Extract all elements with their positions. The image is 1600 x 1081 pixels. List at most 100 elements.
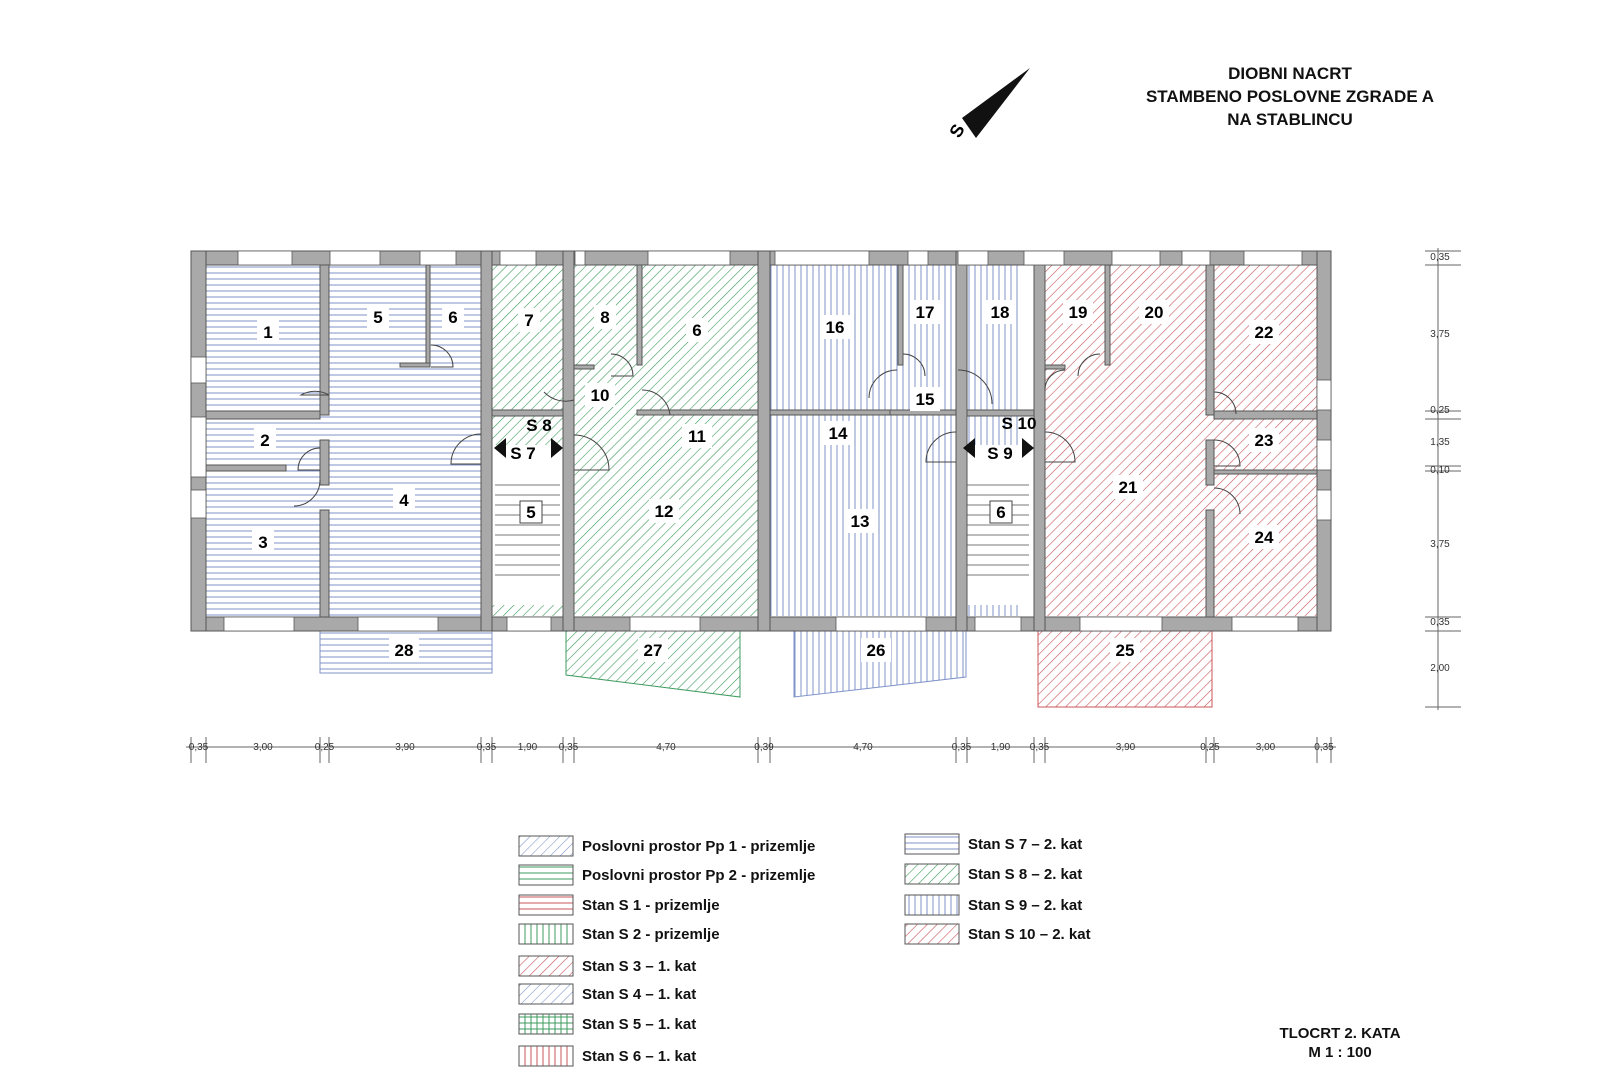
legend-swatch xyxy=(904,863,960,885)
legend-swatch xyxy=(518,894,574,916)
drawing-title: DIOBNI NACRT STAMBENO POSLOVNE ZGRADE A … xyxy=(1120,62,1460,131)
room-label: 21 xyxy=(1119,478,1138,497)
legend-swatch xyxy=(904,923,960,945)
legend-swatch xyxy=(518,835,574,857)
legend: Poslovni prostor Pp 1 - prizemljePoslovn… xyxy=(518,833,1091,1067)
legend-swatch xyxy=(518,864,574,886)
room-label: 24 xyxy=(1255,528,1274,547)
dimension-value: 1,90 xyxy=(518,742,538,753)
stair-label: 6 xyxy=(996,503,1005,522)
room-label-bg xyxy=(638,638,668,662)
room-label: 27 xyxy=(644,641,663,660)
room-label: 19 xyxy=(1069,303,1088,322)
arrow-left-icon xyxy=(494,438,506,458)
room-label-bg xyxy=(518,308,540,332)
dimension-value: 4,70 xyxy=(656,742,676,753)
footer-line-1: TLOCRT 2. KATA xyxy=(1279,1025,1401,1042)
dimension-value: 0,35 xyxy=(1030,742,1050,753)
legend-swatch xyxy=(904,833,960,855)
room-label-bg xyxy=(682,424,712,448)
dimension-value: 0,39 xyxy=(754,742,774,753)
room-label: 16 xyxy=(826,318,845,337)
legend-swatch xyxy=(518,983,574,1005)
arrow-right-icon xyxy=(551,438,563,458)
room-label-bg xyxy=(861,638,891,662)
dimension-value: 0,35 xyxy=(559,742,579,753)
legend-label: Poslovni prostor Pp 1 - prizemlje xyxy=(582,838,815,855)
room-label: 4 xyxy=(399,491,409,510)
room-label: 23 xyxy=(1255,431,1274,450)
room-label-bg xyxy=(1249,428,1279,452)
footer-line-2: M 1 : 100 xyxy=(1308,1044,1372,1061)
dimension-value: 0,35 xyxy=(1430,617,1450,628)
unit-s7-fill xyxy=(206,265,481,617)
room-label: 10 xyxy=(591,386,610,405)
stair-label: 5 xyxy=(526,503,535,522)
dimension-value: 4,70 xyxy=(853,742,873,753)
room-label: 20 xyxy=(1145,303,1164,322)
room-label-bg xyxy=(845,509,875,533)
legend-label: Stan S 2 - prizemlje xyxy=(582,926,720,943)
room-label-bg xyxy=(686,318,708,342)
legend-swatch xyxy=(518,1013,574,1035)
room-label-bg xyxy=(257,320,279,344)
room-label: 26 xyxy=(867,641,886,660)
legend-label: Stan S 1 - prizemlje xyxy=(582,897,720,914)
room-label: 22 xyxy=(1255,323,1274,342)
room-label: 25 xyxy=(1116,641,1135,660)
title-line-2: STAMBENO POSLOVNE ZGRADE A xyxy=(1145,87,1435,106)
room-label: 2 xyxy=(260,431,269,450)
legend-label: Stan S 10 – 2. kat xyxy=(968,926,1091,943)
room-label: 17 xyxy=(916,303,935,322)
legend-swatch xyxy=(518,955,574,977)
windows xyxy=(190,250,1332,632)
legend-label: Stan S 3 – 1. kat xyxy=(582,958,696,975)
legend-swatch xyxy=(904,894,960,916)
legend-label: Stan S 5 – 1. kat xyxy=(582,1016,696,1033)
room-label: 28 xyxy=(395,641,414,660)
north-arrow-icon: S xyxy=(945,68,1030,141)
legend-label: Stan S 8 – 2. kat xyxy=(968,866,1082,883)
legend-swatch xyxy=(518,923,574,945)
legend-label: Stan S 9 – 2. kat xyxy=(968,897,1082,914)
room-label: 5 xyxy=(373,308,382,327)
dimension-value: 0,25 xyxy=(1200,742,1220,753)
room-label-bg xyxy=(649,499,679,523)
dimension-value: 0,25 xyxy=(315,742,335,753)
dimension-value: 3,75 xyxy=(1430,539,1450,550)
arrow-left-icon xyxy=(963,438,975,458)
room-label: 13 xyxy=(851,512,870,531)
dimension-value: 1,90 xyxy=(991,742,1011,753)
legend-swatch xyxy=(518,1045,574,1067)
north-arrow-label: S xyxy=(945,121,968,141)
room-label-bg xyxy=(585,383,615,407)
room-label: 11 xyxy=(688,427,706,446)
room-label: 8 xyxy=(600,308,609,327)
room-label: 15 xyxy=(916,390,935,409)
room-label-bg xyxy=(1139,300,1169,324)
room-label: 6 xyxy=(448,308,457,327)
dimension-value: 0,35 xyxy=(477,742,497,753)
stair-label-box xyxy=(989,500,1013,524)
room-label: 18 xyxy=(991,303,1010,322)
room-label-bg xyxy=(1249,525,1279,549)
room-label: 7 xyxy=(524,311,533,330)
entrance-label-bottom: S 9 xyxy=(987,444,1013,463)
dimension-value: 0,25 xyxy=(1430,405,1450,416)
entrance-label-top: S 10 xyxy=(1002,414,1037,433)
room-label-bg xyxy=(1113,475,1143,499)
dimension-value: 0,35 xyxy=(189,742,209,753)
room-label-bg xyxy=(910,300,940,324)
room-label-bg xyxy=(594,305,616,329)
dimension-value: 0,10 xyxy=(1430,465,1450,476)
room-label-bg xyxy=(1110,638,1140,662)
room-label-bg xyxy=(820,315,850,339)
dimension-value: 3,75 xyxy=(1430,329,1450,340)
dimension-value: 1,35 xyxy=(1430,437,1450,448)
room-label-bg xyxy=(254,428,276,452)
dimension-value: 0,35 xyxy=(1430,252,1450,263)
room-label: 12 xyxy=(655,502,674,521)
room-label: 3 xyxy=(258,533,267,552)
